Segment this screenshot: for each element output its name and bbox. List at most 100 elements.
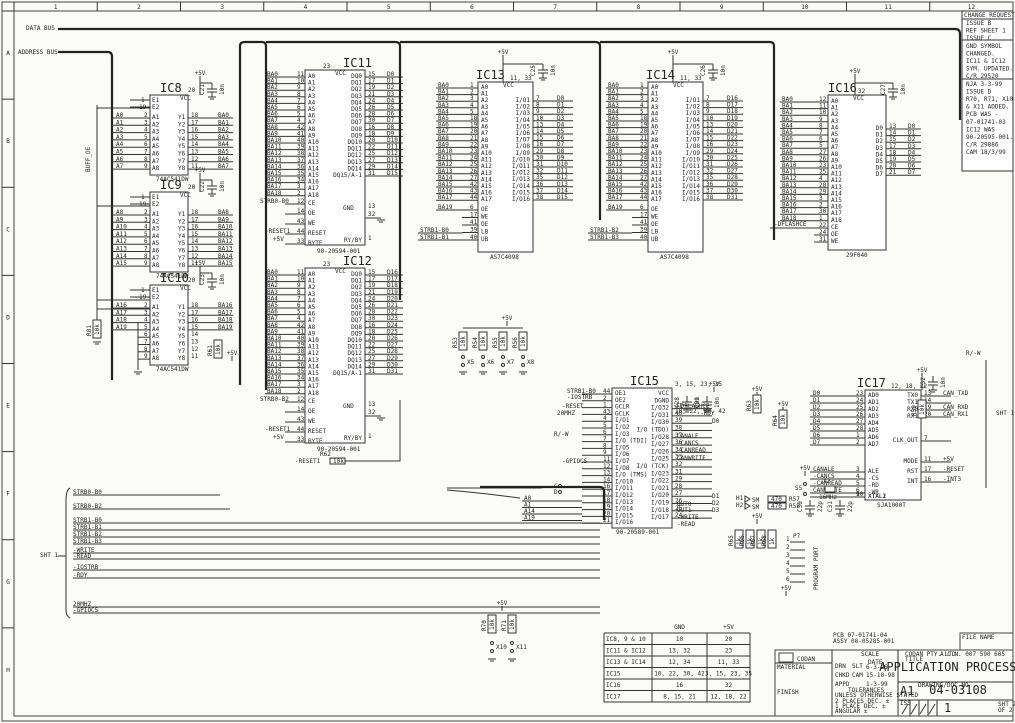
zone-column-2: 2 xyxy=(137,4,141,11)
signal-label: BA0 xyxy=(267,71,278,78)
pin-name: A2 xyxy=(308,284,316,291)
resistor-value: 10k xyxy=(520,336,527,347)
pin-number: 9 xyxy=(144,260,148,267)
table-cell: IC8, 9 & 10 xyxy=(606,636,646,643)
pin-name: A16 xyxy=(308,179,319,186)
connector-pin-number: 2 xyxy=(786,544,790,551)
pin-number: 39 xyxy=(470,227,478,234)
resistor-value: 10k xyxy=(919,404,926,415)
jumper-contact-icon xyxy=(501,363,505,367)
pin-name: Y6 xyxy=(178,341,186,348)
resistor-value: 10k xyxy=(215,344,222,355)
signal-label: A14 xyxy=(524,508,535,515)
signal-label: A11 xyxy=(116,231,127,238)
pin-number: 7 xyxy=(603,436,607,443)
pin-number: 9 xyxy=(144,163,148,170)
pin-name: LB xyxy=(651,229,659,236)
pin-name: A2 xyxy=(831,111,839,118)
pin-number: 9 xyxy=(603,449,607,456)
pin-name: Y3 xyxy=(178,226,186,233)
pin-name: A4 xyxy=(308,99,316,106)
signal-label: BA14 xyxy=(218,253,233,260)
vcc-label: +5V xyxy=(227,350,238,357)
pin-number: 2 xyxy=(297,388,301,395)
resistor-body xyxy=(478,331,488,351)
signal-label: -RESET1 xyxy=(295,458,321,465)
signal-label: D18 xyxy=(727,108,738,115)
pin-number: 20 xyxy=(603,510,611,517)
signal-label: D12 xyxy=(557,174,568,181)
signal-label: A8 xyxy=(116,209,124,216)
signal-label: D15 xyxy=(557,194,568,201)
signal-label: D26 xyxy=(387,335,398,342)
pin-name: UB xyxy=(481,236,489,243)
pin-number: 24 xyxy=(368,295,376,302)
jumper-ref: X7 xyxy=(507,359,515,366)
resistor-ref: R81 xyxy=(86,325,93,336)
pin-number: 1 xyxy=(603,402,607,409)
vcc-pin-name: VCC xyxy=(180,95,191,102)
pin-number: 6 xyxy=(640,204,644,211)
pin-name: A6 xyxy=(308,311,316,318)
pin-name: I/O11 xyxy=(512,163,530,170)
pin-name: Y1 xyxy=(178,114,186,121)
pin-number: 2 xyxy=(819,202,823,209)
pin-number: 14 xyxy=(536,128,544,135)
ic-ref: IC14 xyxy=(646,68,675,82)
signal-label: D17 xyxy=(387,276,398,283)
signal-label: CANWRITE xyxy=(677,455,706,462)
file-name-box xyxy=(959,632,1014,651)
signal-label: STRB0-B2 xyxy=(260,396,289,403)
title-block-field: 1-3-99 xyxy=(866,681,888,688)
pin-name: D2 xyxy=(876,138,884,145)
pin-name: AD3 xyxy=(868,413,879,420)
ic-ref: IC9 xyxy=(160,178,182,192)
company-name: CODAN xyxy=(797,656,815,663)
pin-name: A5 xyxy=(152,143,160,150)
signal-label: BA19 xyxy=(608,204,623,211)
pin-number: 14 xyxy=(706,128,714,135)
signal-label: D5 xyxy=(908,156,916,163)
pin-number: 17 xyxy=(368,276,376,283)
change-request-line: SYM. UPDATED. xyxy=(966,66,1013,73)
pin-number: 15 xyxy=(191,324,199,331)
ic-body xyxy=(149,94,189,176)
signal-label: A7 xyxy=(116,163,124,170)
pin-number: 36 xyxy=(536,181,544,188)
drawing-number-label: DRAWING/DOC NO xyxy=(918,682,969,689)
pin-name: A11 xyxy=(481,157,492,164)
signal-label: D10 xyxy=(387,137,398,144)
signal-label: BA19 xyxy=(438,204,453,211)
cap-value: 22p xyxy=(817,501,824,512)
pin-name: Y4 xyxy=(178,233,186,240)
signal-label: BA18 xyxy=(782,215,797,222)
change-request-line: & X11 ADDED. xyxy=(966,104,1009,111)
vcc-label: +5V xyxy=(195,167,206,174)
signal-label: D24 xyxy=(387,322,398,329)
change-request-line: REF SHEET 1 xyxy=(966,28,1006,35)
crystal-value: 16MHz xyxy=(819,494,837,501)
pin-number: 3 xyxy=(297,183,301,190)
signal-label: D4 xyxy=(813,418,821,425)
signal-label: BA9 xyxy=(782,155,793,162)
cap-value: 10n xyxy=(694,397,701,408)
signal-label: BA18 xyxy=(267,388,282,395)
signal-label: D24 xyxy=(727,148,738,155)
pin-number: 40 xyxy=(470,234,478,241)
pin-number: 34 xyxy=(297,375,305,382)
ic-body xyxy=(304,69,366,246)
pin-name: RST xyxy=(907,468,918,475)
resistor-ref: R68 xyxy=(761,535,768,546)
connector-pin-number: 6 xyxy=(786,576,790,583)
pin-number: 24 xyxy=(470,155,478,162)
signal-label: A18 xyxy=(116,317,127,324)
pin-name: A0 xyxy=(481,84,489,91)
vcc-label: +5V xyxy=(195,260,206,267)
issue-label: ISS xyxy=(900,700,911,707)
pin-name: A8 xyxy=(308,126,316,133)
